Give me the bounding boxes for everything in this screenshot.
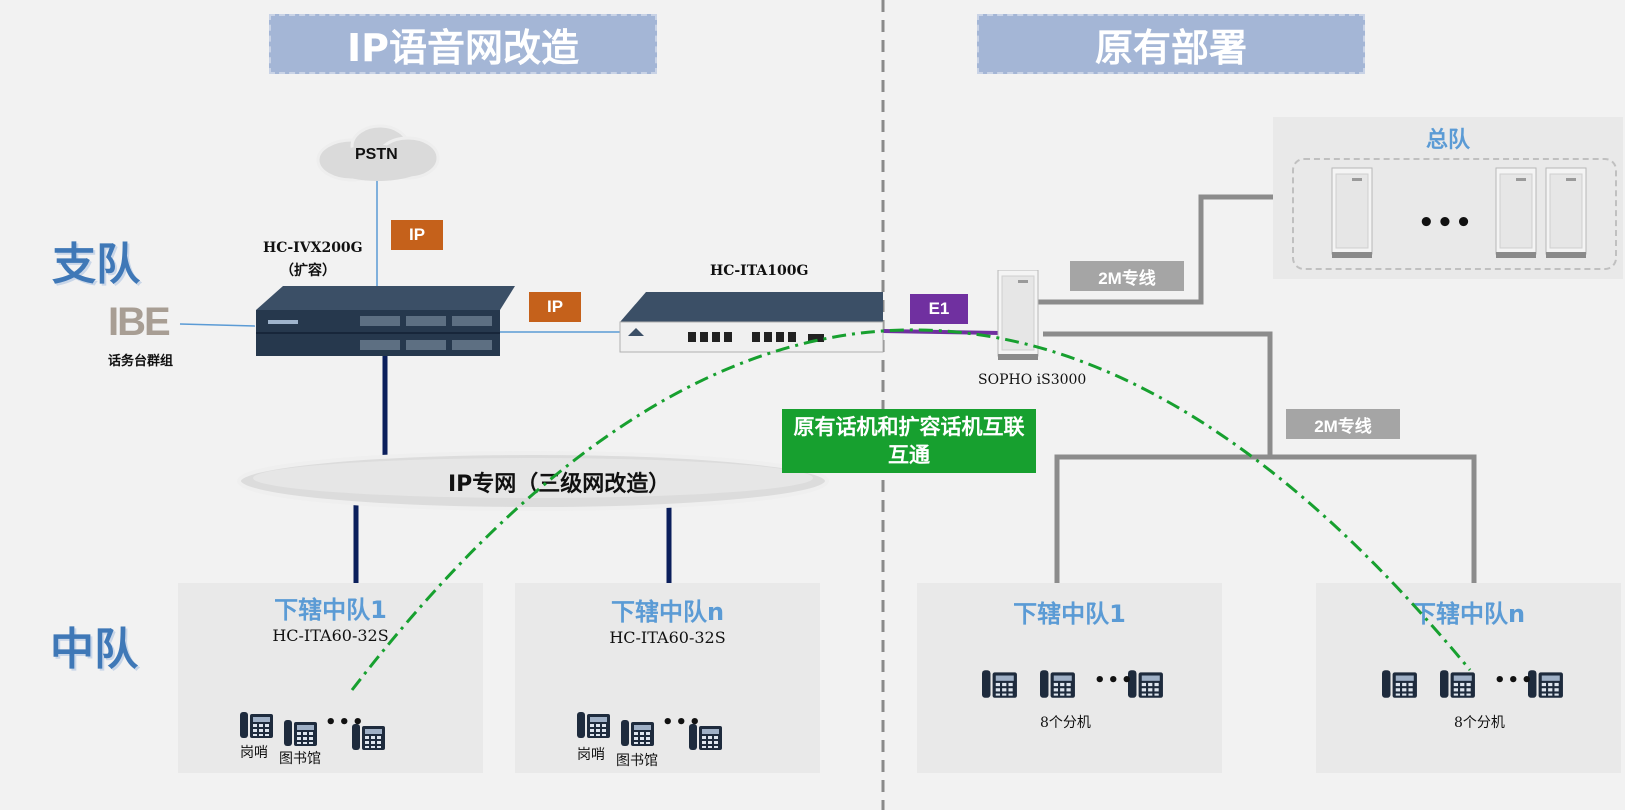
tag-ip-top: IP: [391, 220, 443, 250]
ivx200g-label: HC-IVX200G: [263, 240, 363, 256]
console-link: [179, 323, 256, 327]
level-squad: 中队: [50, 624, 138, 675]
phone-icon: [982, 670, 1017, 698]
panel-right-squad-n-title: 下辖中队n: [1411, 600, 1526, 628]
phone-icon: [1040, 670, 1075, 698]
hq-title: 总队: [1425, 128, 1470, 153]
tag-2m-mid: 2M专线: [1286, 409, 1400, 439]
panel-left-squad-1-title: 下辖中队1: [274, 596, 387, 624]
hq-cabinets: [1331, 167, 1587, 259]
phone-icon: [1440, 670, 1475, 698]
phone-icon: [284, 720, 317, 746]
console-label: 话务台群组: [108, 354, 174, 369]
left-1-phone-b: 图书馆: [279, 751, 321, 767]
left-n-phone-a: 岗哨: [577, 747, 605, 763]
panel-right-squad-n-ext: 8个分机: [1454, 715, 1505, 731]
banner-existing: 原有部署: [977, 14, 1365, 74]
right-1-dots: •••: [1094, 670, 1135, 691]
phone-icon: [240, 712, 273, 738]
panel-right-squad-1-title: 下辖中队1: [1013, 600, 1126, 628]
left-n-phone-b: 图书馆: [616, 753, 658, 769]
left-1-phone-a: 岗哨: [240, 745, 268, 761]
ita100g-device: [619, 292, 884, 353]
tag-2m-top: 2M专线: [1070, 261, 1184, 291]
ita60-n-label: HC-ITA60-32S: [609, 628, 726, 647]
sopho-trunk-line: [1043, 331, 1273, 457]
pstn-cloud: [316, 124, 440, 182]
phone-icon: [577, 712, 610, 738]
left-n-dots: •••: [662, 712, 703, 733]
hq-cabinet-group: [1292, 158, 1617, 270]
interconnect-note: 原有话机和扩容话机互联 互通: [782, 409, 1036, 473]
hq-line: [1036, 194, 1273, 305]
banner-ip-voice: IP语音网改造: [269, 14, 657, 74]
squad-branch-line: [1054, 454, 1477, 583]
phone-icon: [1382, 670, 1417, 698]
ita60-1-label: HC-ITA60-32S: [272, 626, 389, 645]
pstn-label: PSTN: [355, 146, 398, 163]
interconnect-note-line2: 互通: [888, 443, 930, 467]
right-n-dots: •••: [1494, 670, 1535, 691]
ivx200g-device: [256, 286, 515, 356]
tag-e1: E1: [910, 294, 968, 324]
console-logo: IBE: [108, 300, 171, 344]
left-1-dots: •••: [325, 712, 366, 733]
panel-left-squad-n-title: 下辖中队n: [610, 598, 725, 626]
ivx200g-note: （扩容）: [280, 263, 336, 279]
sopho-label: SOPHO iS3000: [978, 372, 1087, 388]
phones-right-1: [982, 670, 1163, 698]
tag-ip-mid: IP: [529, 292, 581, 322]
phone-icon: [621, 720, 654, 746]
level-branch: 支队: [52, 239, 140, 290]
sopho-cabinet: [997, 270, 1039, 360]
ip-net-label: IP专网（三级网改造）: [448, 472, 671, 497]
ita100g-label: HC-ITA100G: [710, 263, 809, 279]
e1-link: [882, 329, 1001, 335]
interconnect-note-line1: 原有话机和扩容话机互联: [793, 415, 1025, 439]
phones-right-n: [1382, 670, 1563, 698]
hq-dots: •••: [1418, 208, 1474, 238]
panel-right-squad-1-ext: 8个分机: [1040, 715, 1091, 731]
